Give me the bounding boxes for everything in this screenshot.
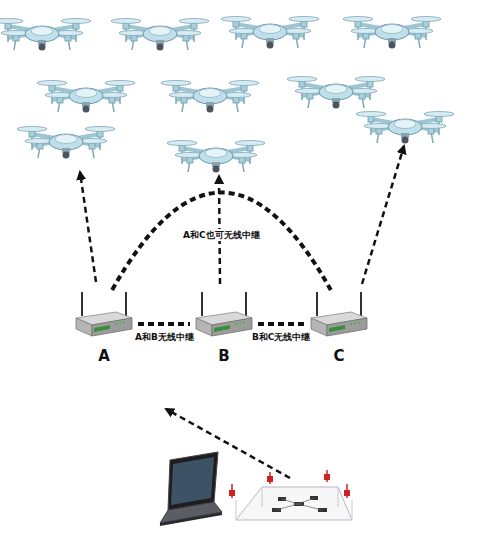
- router-node: C: [305, 290, 373, 366]
- router-label: B: [190, 346, 258, 366]
- router-label: C: [305, 346, 373, 366]
- router-label: A: [70, 346, 138, 366]
- router-node: A: [70, 290, 138, 366]
- router-node: B: [190, 290, 258, 366]
- sensor-board: [229, 470, 352, 520]
- router-icon: [305, 290, 369, 342]
- wireless-relay-link: [258, 322, 305, 326]
- link-label: A和B无线中继: [133, 331, 196, 343]
- router-icon: [190, 290, 254, 342]
- link-label: A和C也可无线中继: [181, 229, 262, 241]
- wireless-relay-link: [112, 193, 331, 291]
- wireless-relay-link: [138, 322, 190, 326]
- router-icon: [70, 290, 134, 342]
- link-label: B和C无线中继: [250, 331, 312, 343]
- laptop: [160, 452, 222, 526]
